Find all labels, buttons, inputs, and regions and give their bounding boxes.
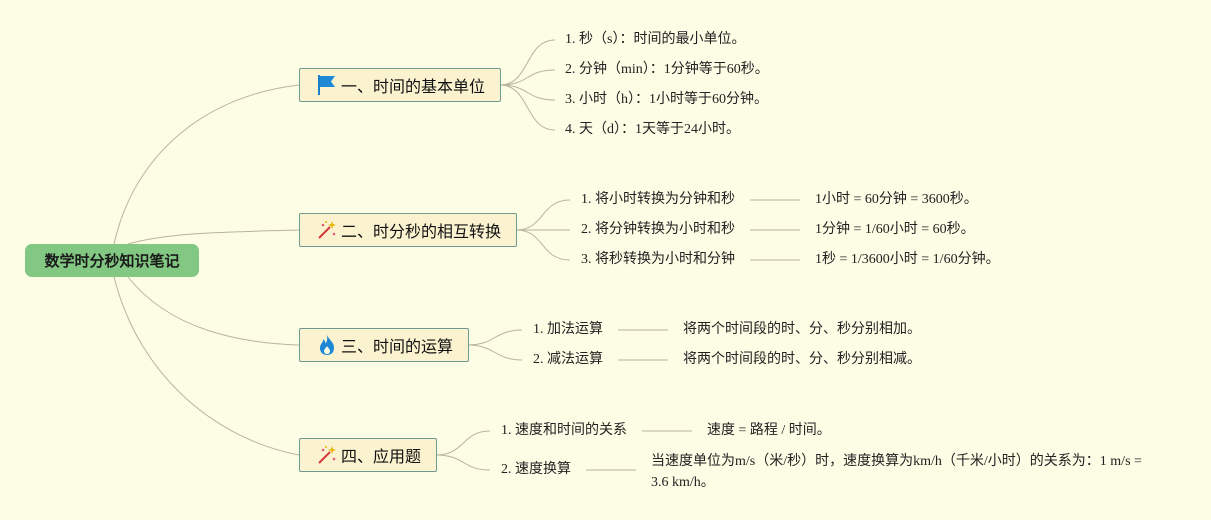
branch-label: 三、时间的运算	[341, 337, 454, 356]
leaf-item[interactable]: 2. 将分钟转换为小时和秒	[581, 221, 735, 239]
branch-label: 四、应用题	[341, 447, 422, 466]
leaf-detail[interactable]: 速度 = 路程 / 时间。	[707, 423, 831, 438]
leaf-detail[interactable]: 将两个时间段的时、分、秒分别相加。	[683, 322, 921, 337]
leaf-detail[interactable]: 1小时 = 60分钟 = 3600秒。	[815, 192, 978, 207]
leaf-text: 1. 秒（s）：时间的最小单位。	[565, 32, 746, 47]
branch-label: 二、时分秒的相互转换	[341, 222, 502, 241]
leaf-item[interactable]: 4. 天（d）：1天等于24小时。	[565, 121, 740, 139]
branch-label: 一、时间的基本单位	[341, 77, 486, 96]
leaf-text: 2. 将分钟转换为小时和秒	[581, 222, 735, 237]
root-topic[interactable]: 数学时分秒知识笔记	[25, 244, 199, 277]
leaf-text: 3. 将秒转换为小时和分钟	[581, 252, 735, 267]
root-topic-label: 数学时分秒知识笔记	[44, 252, 180, 270]
leaf-item[interactable]: 1. 将小时转换为分钟和秒	[581, 191, 735, 209]
leaf-item[interactable]: 2. 速度换算	[501, 461, 571, 479]
branch-time-conversion[interactable]: 二、时分秒的相互转换	[299, 213, 517, 247]
flag-icon	[317, 74, 337, 96]
leaf-text: 2. 速度换算	[501, 462, 571, 477]
leaf-item[interactable]: 2. 分钟（min）：1分钟等于60秒。	[565, 61, 769, 79]
branch-time-units[interactable]: 一、时间的基本单位	[299, 68, 501, 102]
leaf-text: 4. 天（d）：1天等于24小时。	[565, 122, 740, 137]
leaf-item[interactable]: 1. 速度和时间的关系	[501, 422, 627, 440]
leaf-item[interactable]: 1. 加法运算	[533, 321, 603, 339]
leaf-detail[interactable]: 1秒 = 1/3600小时 = 1/60分钟。	[815, 252, 1000, 267]
leaf-detail[interactable]: 当速度单位为m/s（米/秒）时，速度换算为km/h（千米/小时）的关系为：1 m…	[651, 454, 1142, 490]
leaf-text: 1. 速度和时间的关系	[501, 423, 627, 438]
sparkle-wand-icon	[317, 444, 337, 466]
sparkle-wand-icon	[317, 219, 337, 241]
leaf-detail[interactable]: 1分钟 = 1/60小时 = 60秒。	[815, 222, 975, 237]
leaf-item[interactable]: 2. 减法运算	[533, 351, 603, 369]
leaf-item[interactable]: 3. 将秒转换为小时和分钟	[581, 251, 735, 269]
leaf-text: 2. 减法运算	[533, 352, 603, 367]
fire-icon	[317, 334, 337, 356]
leaf-item[interactable]: 3. 小时（h）：1小时等于60分钟。	[565, 91, 768, 109]
leaf-text: 3. 小时（h）：1小时等于60分钟。	[565, 92, 768, 107]
leaf-text: 1. 将小时转换为分钟和秒	[581, 192, 735, 207]
leaf-detail[interactable]: 将两个时间段的时、分、秒分别相减。	[683, 352, 921, 367]
leaf-item[interactable]: 1. 秒（s）：时间的最小单位。	[565, 31, 745, 49]
leaf-text: 2. 分钟（min）：1分钟等于60秒。	[565, 62, 769, 77]
branch-applications[interactable]: 四、应用题	[299, 438, 437, 472]
leaf-text: 1. 加法运算	[533, 322, 603, 337]
branch-time-arithmetic[interactable]: 三、时间的运算	[299, 328, 469, 362]
